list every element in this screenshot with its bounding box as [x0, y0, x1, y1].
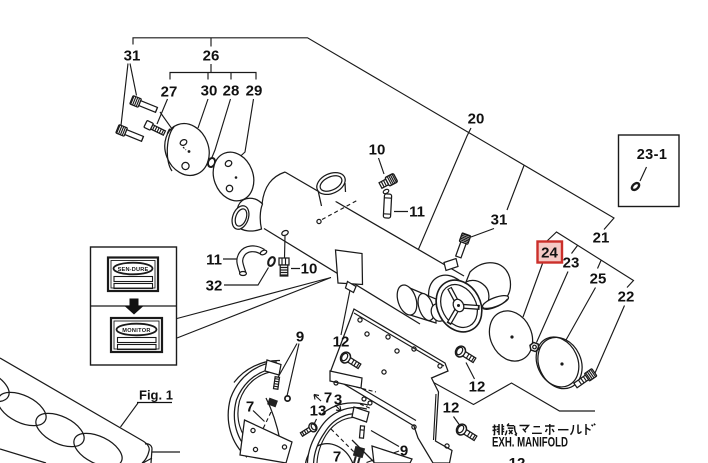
svg-text:25: 25 — [590, 271, 607, 288]
svg-text:20: 20 — [468, 111, 485, 128]
svg-text:10: 10 — [369, 142, 386, 159]
svg-text:31: 31 — [124, 48, 141, 65]
svg-text:12: 12 — [469, 379, 486, 396]
svg-text:12: 12 — [509, 455, 526, 463]
svg-text:10: 10 — [301, 261, 318, 278]
svg-text:27: 27 — [161, 84, 178, 101]
svg-text:EXH. MANIFOLD: EXH. MANIFOLD — [492, 435, 568, 450]
svg-text:32: 32 — [206, 278, 223, 295]
svg-text:7: 7 — [246, 399, 254, 416]
svg-text:23-1: 23-1 — [637, 147, 668, 163]
svg-text:MONITOR: MONITOR — [122, 328, 150, 334]
svg-text:3: 3 — [334, 392, 342, 409]
svg-text:11: 11 — [206, 252, 222, 269]
svg-text:11: 11 — [409, 204, 425, 221]
svg-text:9: 9 — [400, 443, 408, 460]
svg-text:29: 29 — [246, 83, 263, 100]
svg-text:13: 13 — [310, 403, 327, 420]
svg-text:SEN-DURE: SEN-DURE — [118, 267, 149, 273]
svg-text:Fig. 1: Fig. 1 — [139, 388, 173, 403]
svg-text:30: 30 — [201, 83, 218, 100]
svg-text:28: 28 — [223, 83, 240, 100]
svg-text:31: 31 — [491, 212, 508, 229]
svg-text:9: 9 — [296, 329, 304, 346]
svg-text:12: 12 — [333, 334, 350, 351]
svg-text:12: 12 — [443, 400, 460, 417]
svg-text:24: 24 — [541, 245, 558, 262]
svg-text:21: 21 — [593, 230, 610, 247]
svg-text:7: 7 — [333, 449, 341, 463]
svg-text:22: 22 — [618, 289, 635, 306]
svg-text:26: 26 — [203, 48, 220, 65]
svg-text:23: 23 — [563, 255, 580, 272]
svg-text:7: 7 — [324, 390, 332, 407]
